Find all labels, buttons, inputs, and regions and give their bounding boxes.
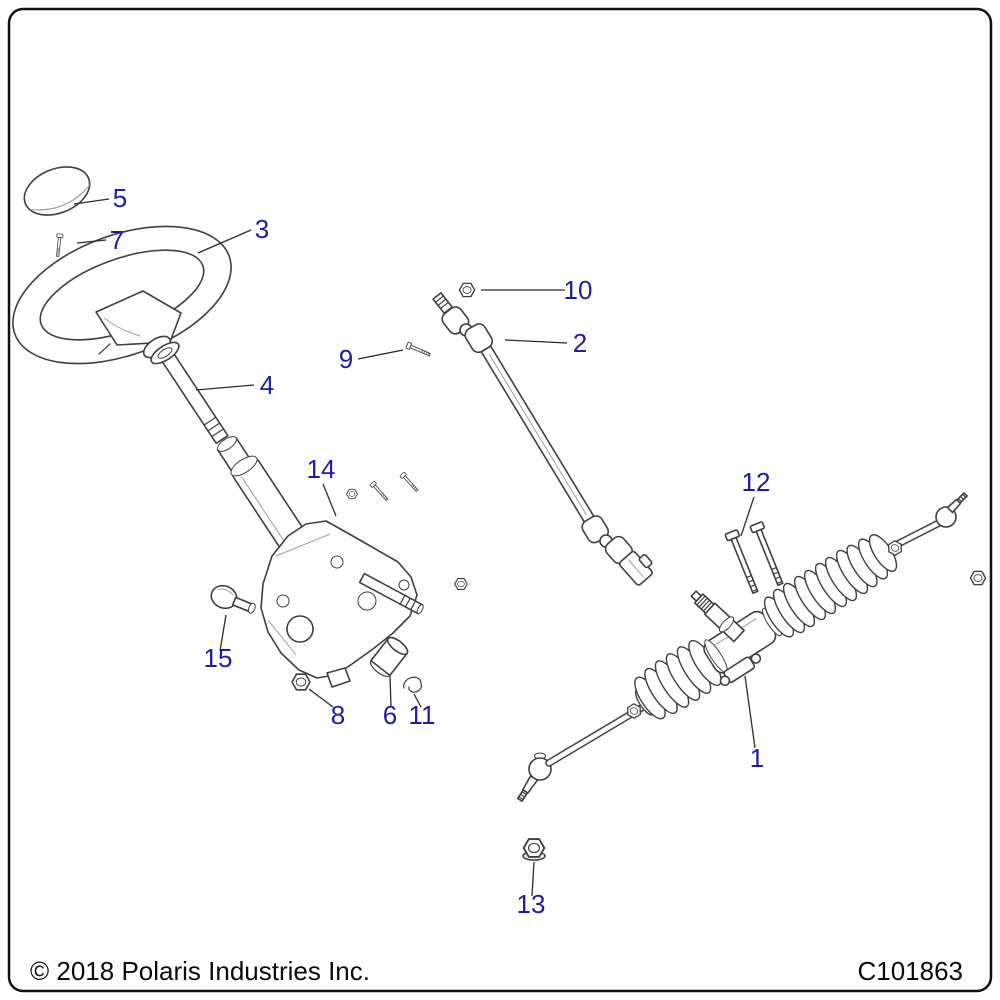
part-column-bracket-drawing [260,520,424,688]
leader-line-3 [197,229,252,254]
callout-labels: 5 7 3 10 2 9 4 14 12 15 8 6 11 1 13 [110,183,771,919]
bracket-nut-upper [346,488,358,500]
callout-3: 3 [255,214,269,244]
leader-line-8 [308,688,334,708]
callout-13: 13 [517,889,546,919]
callout-1: 1 [750,743,764,773]
leader-line-15 [219,614,227,652]
callout-9: 9 [339,344,353,374]
leader-line-7 [76,239,107,244]
part-steering-shaft-drawing [150,341,311,558]
callout-2: 2 [573,328,587,358]
leader-line-11 [413,693,422,708]
leader-line-2 [504,339,568,344]
pinion-input-shaft [690,590,745,643]
bracket-nut-right [454,577,468,591]
callout-10: 10 [564,275,593,305]
leader-line-13 [531,861,535,897]
bracket-bolt-1 [369,480,390,503]
callout-4: 4 [260,370,274,400]
part-wheel-cap-drawing [23,166,91,216]
callout-14: 14 [307,454,336,484]
callout-7: 7 [110,225,124,255]
leader-line-6 [389,675,392,708]
bracket-bolt-2 [399,471,420,494]
part-steering-wheel-drawing [12,225,232,365]
loose-jam-nut [969,570,987,586]
part-bolt-9-drawing [405,341,432,359]
callout-6: 6 [383,700,397,730]
callout-15: 15 [204,643,233,673]
rack-mount-clamp [719,653,762,687]
part-screw-7-drawing [54,233,64,258]
part-rack-bolts-drawing [724,521,784,595]
right-bellows [763,534,898,638]
leader-line-12 [740,496,755,537]
callout-5: 5 [113,183,127,213]
part-nut-8-drawing [291,673,311,691]
leader-lines [73,198,756,897]
leader-line-1 [744,675,756,749]
leader-line-14 [322,483,337,517]
left-tie-rod-end [516,752,552,802]
part-code-text: C101863 [857,956,963,986]
part-knob-drawing [210,584,256,614]
part-nut-10-drawing [458,282,476,298]
leader-line-5 [73,198,110,205]
part-clip-drawing [403,676,423,693]
footer: © 2018 Polaris Industries Inc. C101863 [30,956,963,986]
part-intermediate-shaft-drawing [432,292,653,586]
callout-11: 11 [409,700,436,730]
callout-8: 8 [331,700,345,730]
copyright-text: © 2018 Polaris Industries Inc. [30,956,370,986]
part-steering-rack-drawing [516,492,968,802]
part-bushing-drawing [369,636,409,677]
left-bellows [634,639,722,720]
leader-line-4 [195,384,255,391]
part-flange-nut-drawing [522,838,546,861]
diagram-border [7,7,993,993]
callout-12: 12 [742,467,771,497]
right-tie-rod-end [935,492,968,528]
leader-line-9 [357,349,404,360]
